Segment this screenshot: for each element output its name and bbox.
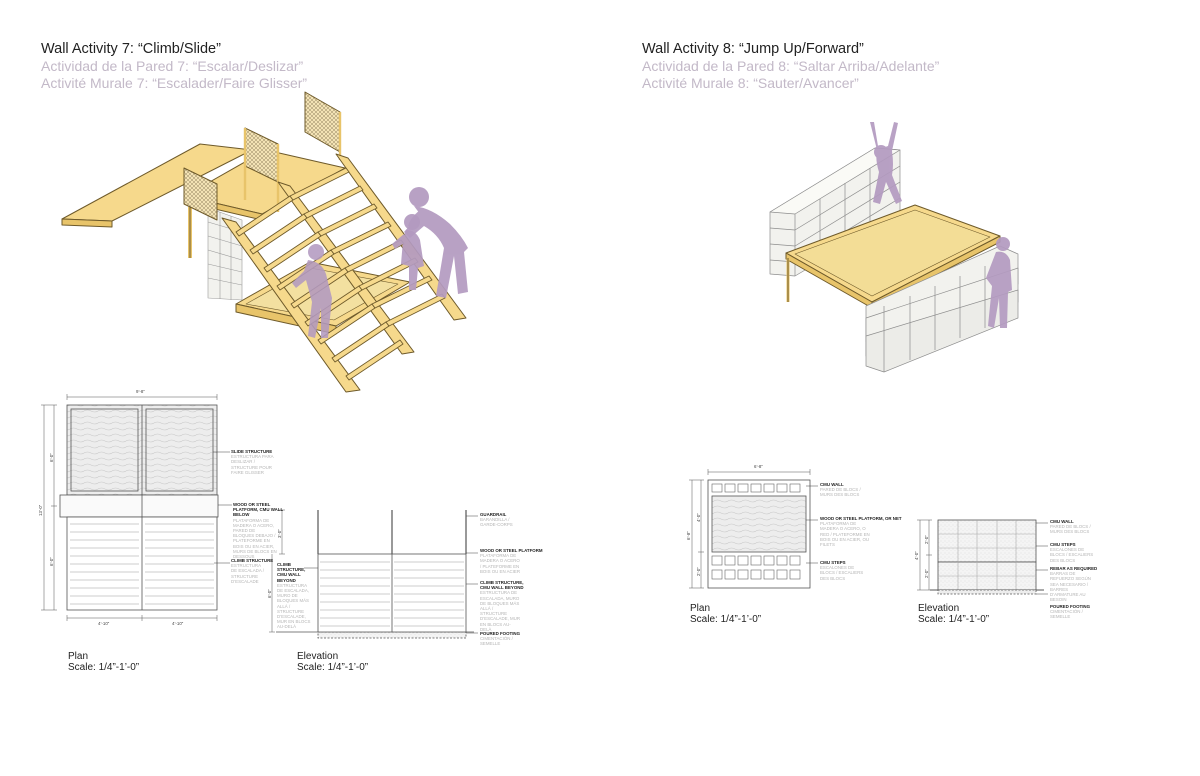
slide-edge [61, 218, 113, 228]
plan8-caption: Plan Scale: 1/4”-1’-0” [690, 603, 761, 625]
plan7-caption: Plan Scale: 1/4”-1’-0” [68, 651, 139, 673]
lattice-screen-front [183, 167, 218, 221]
figure-kid-climbing [292, 244, 332, 338]
activity7-elevation [269, 509, 478, 639]
elev7-scale: Scale: 1/4”-1’-0” [297, 662, 369, 673]
elev8-label: Elevation [918, 603, 960, 614]
plan7-dimensions [41, 394, 218, 621]
guardrail-posts [317, 510, 467, 554]
plan7-dim-bottom-left: 4’-10” [98, 621, 110, 626]
note-guardrail: GUARDRAIL BARANDILLA / GARDE-CORPS [480, 512, 513, 528]
note-elev8-footing: POURED FOOTING CIMENTACIÓN / SEMELLE [1050, 604, 1091, 620]
plan7-dim-top: 9’-8” [136, 389, 145, 394]
elev7-dim-height: 6’-0” [267, 589, 272, 598]
activity8-plan [689, 469, 818, 589]
elev8-caption: Elevation Scale: 1/4”-1’-0” [918, 603, 989, 625]
note-climb-cmu-beyond: CLIMB STRUCTURE, CMU WALL BEYOND ESTRUCT… [277, 562, 311, 630]
plan8-dim-left-lower: 2’-0” [696, 567, 701, 576]
elev8-dim-b: 2’-0” [924, 569, 929, 578]
activity8-axonometric [769, 122, 1019, 373]
elev7-caption: Elevation Scale: 1/4”-1’-0” [297, 651, 368, 673]
plan7-label: Plan [68, 651, 89, 662]
ladder-left-rail [221, 217, 361, 393]
plan7-dim-bottom-right: 4’-10” [172, 621, 184, 626]
note-cmu-steps: CMU STEPS ESCALONES DE BLOCS / ESCALIERS… [820, 560, 864, 581]
plan8-dim-left-total: 6’-8” [686, 531, 691, 540]
plan8-dim-top: 6’-8” [754, 464, 763, 469]
lattice-screen-back [304, 91, 341, 153]
activity7-title-block: Wall Activity 7: “Climb/Slide” Actividad… [41, 41, 307, 92]
note-climb-structure: CLIMB STRUCTURE ESTRUCTURA DE ESCALADA /… [231, 558, 274, 584]
note-platform-net: WOOD OR STEEL PLATFORM, OR NET PLATAFORM… [820, 516, 902, 548]
activity8-title-block: Wall Activity 8: “Jump Up/Forward” Activ… [642, 41, 939, 92]
elev7-label: Elevation [297, 651, 339, 662]
cmu-blocks-steps [711, 555, 801, 580]
plan8-dim-left-upper: 4’-0” [696, 513, 701, 522]
plan8-label: Plan [690, 603, 711, 614]
figure-jumping-kid [870, 122, 902, 204]
plan7-dim-left-total: 13’-0” [38, 504, 43, 516]
note-elev-cmu-steps: CMU STEPS ESCALONES DE BLOCS / ESCALIERS… [1050, 542, 1094, 563]
activity8-title-fr: Activité Murale 8: “Sauter/Avancer” [642, 75, 859, 91]
cmu-blocks-top [711, 483, 801, 493]
note-elev-cmu-wall: CMU WALL PARED DE BLOCS / MURS DES BLOCS [1050, 519, 1091, 535]
activity7-title-es: Actividad de la Pared 7: “Escalar/Desliz… [41, 58, 304, 74]
elev8-dim-a: 2’-0” [924, 535, 929, 544]
figure-child [392, 214, 424, 290]
note-elev-footing: POURED FOOTING CIMENTACIÓN / SEMELLE [480, 631, 521, 647]
activity7-axonometric [61, 91, 468, 393]
activity8-title-es: Actividad de la Pared 8: “Saltar Arriba/… [642, 58, 940, 74]
ladder-rungs-plan [70, 523, 214, 605]
plan8-scale: Scale: 1/4”-1’-0” [690, 614, 762, 625]
note-elev-climb: CLIMB STRUCTURE, CMU WALL BEYOND ESTRUCT… [480, 580, 524, 632]
front-cmu-steps [865, 245, 1019, 373]
note-rebar: REBAR AS REQUIRED BARRAS DE REFUERZO SEG… [1050, 566, 1098, 603]
plan7-dim-left-upper: 6’-0” [49, 453, 54, 462]
plan7-dim-left-lower: 6’-0” [49, 557, 54, 566]
activity8-elevation [917, 519, 1048, 595]
activity8-title-en: Wall Activity 8: “Jump Up/Forward” [642, 41, 864, 57]
note-elev-platform: WOOD OR STEEL PLATFORM PLATAFORMA DE MAD… [480, 548, 543, 574]
activity7-title-en: Wall Activity 7: “Climb/Slide” [41, 41, 221, 57]
activity7-plan [41, 394, 232, 621]
elev8-scale: Scale: 1/4”-1’-0” [918, 614, 990, 625]
figure-small-kid [986, 237, 1012, 328]
note-platform-cmu: WOOD OR STEEL PLATFORM, CMU WALL BELOW P… [233, 502, 284, 560]
elev8-dim-total: 4’-0” [914, 551, 919, 560]
activity7-title-fr: Activité Murale 7: “Escalader/Faire Glis… [41, 75, 308, 91]
plan7-scale: Scale: 1/4”-1’-0” [68, 662, 140, 673]
note-cmu-wall: CMU WALL PARED DE BLOCS / MURS DES BLOCS [820, 482, 861, 498]
note-slide-structure: SLIDE STRUCTURE ESTRUCTURA PARA DESLIZAR… [231, 449, 274, 475]
